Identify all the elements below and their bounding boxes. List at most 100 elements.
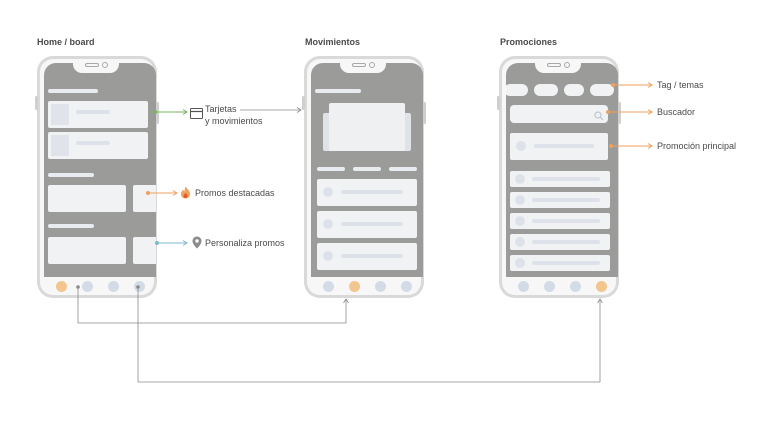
main-promo-card[interactable] xyxy=(510,133,608,160)
home-board-phone xyxy=(35,56,159,298)
promociones-screen-content xyxy=(506,63,618,277)
promo-text-line xyxy=(534,144,594,148)
side-button xyxy=(423,102,426,124)
filter-bar[interactable] xyxy=(317,167,345,171)
side-button xyxy=(156,102,159,124)
promo-text-line xyxy=(532,240,600,244)
tab-item[interactable] xyxy=(570,281,581,292)
tag-chip[interactable] xyxy=(590,84,614,96)
tab-promociones[interactable] xyxy=(596,281,607,292)
tab-item[interactable] xyxy=(108,281,119,292)
promos-destacadas-label: Promos destacadas xyxy=(195,188,275,198)
movement-text-line xyxy=(341,222,403,226)
speaker-icon xyxy=(85,63,99,67)
promo-list-item[interactable] xyxy=(510,171,610,187)
promocion-principal-annotation-arrow xyxy=(609,143,653,149)
promo-avatar xyxy=(515,195,525,205)
credit-card-icon xyxy=(190,106,203,124)
promo-list-item[interactable] xyxy=(510,213,610,229)
tab-movimientos[interactable] xyxy=(544,281,555,292)
fire-icon xyxy=(180,186,191,204)
movement-list-item[interactable] xyxy=(317,211,417,238)
search-input[interactable] xyxy=(510,105,608,123)
search-icon xyxy=(594,108,604,126)
phone-bezel xyxy=(40,59,156,295)
promociones-title: Promociones xyxy=(500,37,558,47)
featured-promo-card[interactable] xyxy=(133,185,156,212)
buscador-label: Buscador xyxy=(657,107,696,117)
promo-list-item[interactable] xyxy=(510,255,610,271)
promo-list-item[interactable] xyxy=(510,234,610,250)
tab-home[interactable] xyxy=(518,281,529,292)
tag-temas-annotation-arrow xyxy=(611,82,653,88)
promo-text-line xyxy=(532,177,600,181)
speaker-icon xyxy=(352,63,366,67)
promos-destacadas-annotation-arrow xyxy=(146,190,178,196)
side-button xyxy=(497,96,500,110)
side-button xyxy=(302,96,305,110)
movement-avatar xyxy=(323,251,333,261)
phone-bezel xyxy=(502,59,618,297)
tab-bar xyxy=(506,277,618,297)
tag-chip[interactable] xyxy=(534,84,558,96)
promo-avatar xyxy=(515,174,525,184)
section-header-bar xyxy=(315,89,361,93)
location-pin-icon xyxy=(192,236,202,254)
tag-chip[interactable] xyxy=(506,84,528,96)
card-movement-item[interactable] xyxy=(48,132,148,159)
tab-movimientos[interactable] xyxy=(82,281,93,292)
personalized-promo-card[interactable] xyxy=(133,237,156,264)
tab-home[interactable] xyxy=(56,281,67,292)
promo-text-line xyxy=(532,261,600,265)
camera-icon xyxy=(369,62,375,68)
promo-list-item[interactable] xyxy=(510,192,610,208)
promo-text-line xyxy=(532,219,600,223)
tab-movimientos[interactable] xyxy=(349,281,360,292)
phone-notch xyxy=(340,59,386,73)
movement-list-item[interactable] xyxy=(317,243,417,270)
movement-text-line xyxy=(341,190,403,194)
side-button xyxy=(35,96,38,110)
personalized-promo-card[interactable] xyxy=(48,237,126,264)
credit-card-preview[interactable] xyxy=(329,103,405,151)
promo-avatar xyxy=(516,141,526,151)
section-header-bar xyxy=(48,173,94,177)
side-button xyxy=(618,102,621,124)
promo-avatar xyxy=(515,237,525,247)
movimientos-phone xyxy=(302,56,426,298)
promociones-phone xyxy=(497,56,621,298)
tarjetas-to-movimientos-arrow xyxy=(240,107,302,113)
movement-text-line xyxy=(341,254,403,258)
personaliza-annotation-arrow xyxy=(155,240,188,246)
promo-avatar xyxy=(515,258,525,268)
speaker-icon xyxy=(547,63,561,67)
card-thumbnail xyxy=(51,135,69,156)
tarjetas-label-line1: Tarjetas xyxy=(205,104,237,114)
tarjetas-label-line2: y movimientos xyxy=(205,116,263,126)
movement-list-item[interactable] xyxy=(317,179,417,206)
tag-temas-label: Tag / temas xyxy=(657,80,704,90)
tab-item[interactable] xyxy=(375,281,386,292)
tab-promociones[interactable] xyxy=(401,281,412,292)
home-to-promociones-connector xyxy=(136,285,603,383)
home-screen-content xyxy=(44,63,156,277)
card-movement-item[interactable] xyxy=(48,101,148,128)
card-text-line xyxy=(76,141,110,145)
promo-text-line xyxy=(532,198,600,202)
tag-chip[interactable] xyxy=(564,84,584,96)
camera-icon xyxy=(564,62,570,68)
phone-bezel xyxy=(307,59,423,295)
home-to-movimientos-connector xyxy=(76,285,349,324)
tab-home[interactable] xyxy=(323,281,334,292)
filter-bar[interactable] xyxy=(353,167,381,171)
promocion-principal-label: Promoción principal xyxy=(657,141,737,151)
buscador-annotation-arrow xyxy=(606,109,653,115)
phone-notch xyxy=(535,59,581,73)
section-header-bar xyxy=(48,224,94,228)
featured-promo-card[interactable] xyxy=(48,185,126,212)
tarjetas-annotation-arrow xyxy=(153,109,188,115)
camera-icon xyxy=(102,62,108,68)
card-thumbnail xyxy=(51,104,69,125)
filter-bar[interactable] xyxy=(389,167,417,171)
